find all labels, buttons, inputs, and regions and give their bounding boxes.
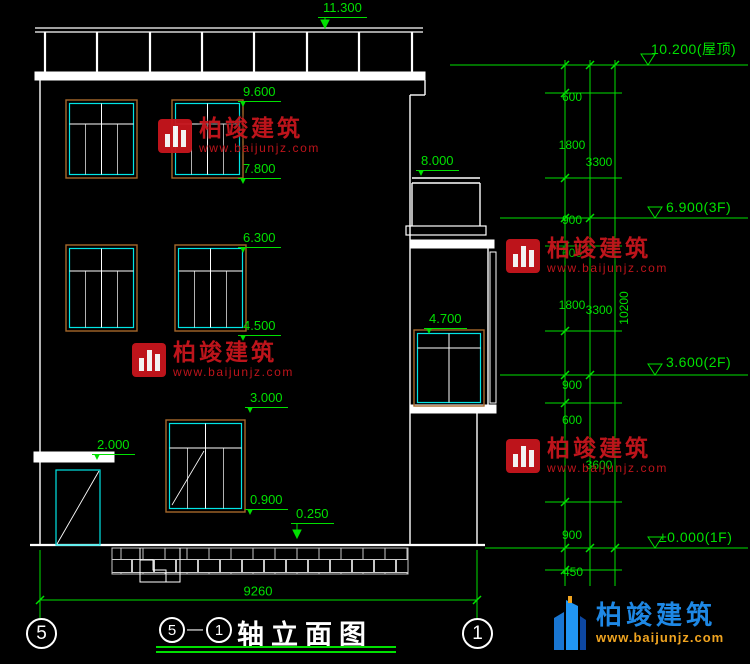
- axis-bubble-5: 5: [26, 618, 57, 649]
- watermark-brand: 柏竣建筑: [173, 339, 277, 365]
- elevation-label-7800: 7.800: [238, 161, 281, 184]
- footer-logo-brand: 柏竣建筑: [596, 599, 717, 630]
- elevation-label-6300: 6.300: [238, 230, 281, 253]
- title-axis-bubble-5: 5: [159, 617, 185, 643]
- watermark: 柏竣建筑 www.baijunjz.com: [132, 340, 294, 379]
- watermark-url: www.baijunjz.com: [547, 461, 668, 476]
- elevation-label-4700: 4.700: [424, 311, 467, 334]
- elevation-label-0250: 0.250: [291, 506, 334, 524]
- dim-total-height: 10200: [617, 291, 631, 325]
- watermark: 柏竣建筑 www.baijunjz.com: [506, 436, 668, 475]
- drawing-title: 轴立面图: [237, 620, 373, 650]
- elevation-label-0900: 0.900: [245, 492, 288, 515]
- dim-segment: 450: [562, 565, 584, 579]
- footer-logo-building-icon: [554, 596, 586, 650]
- footer-logo: 柏竣建筑 www.baijunjz.com: [548, 596, 724, 650]
- baijun-logo-icon: [506, 438, 540, 473]
- watermark-brand: 柏竣建筑: [547, 235, 651, 261]
- elevation-label-3000: 3.000: [245, 390, 288, 413]
- window-1f: [165, 419, 246, 513]
- level-label-1f: ±0.000(1F): [659, 529, 733, 545]
- dim-overall-width: 9260: [243, 583, 273, 599]
- windows: [55, 99, 485, 546]
- watermark: 柏竣建筑 www.baijunjz.com: [158, 116, 320, 155]
- roof-railing: [35, 27, 423, 72]
- dim-segment: 900: [561, 528, 583, 542]
- window-2f-right: [174, 244, 247, 332]
- bay-window: [413, 329, 485, 407]
- watermark-url: www.baijunjz.com: [173, 365, 294, 380]
- elevation-label-9600: 9.600: [238, 84, 281, 107]
- dimension-lines: [35, 17, 748, 620]
- elevation-label-8000: 8.000: [416, 153, 459, 176]
- dim-segment: 1800: [558, 138, 586, 152]
- watermark-brand: 柏竣建筑: [199, 115, 303, 141]
- title-separator: —: [187, 621, 203, 638]
- watermark-url: www.baijunjz.com: [199, 141, 320, 156]
- foundation: [111, 547, 409, 583]
- dim-segment: 900: [561, 213, 583, 227]
- dim-group: 3300: [585, 303, 613, 317]
- level-label-2f: 3.600(2F): [666, 354, 732, 370]
- baijun-logo-icon: [132, 342, 166, 377]
- dim-group: 3300: [585, 155, 613, 169]
- baijun-logo-icon: [158, 118, 192, 153]
- axis-bubble-1: 1: [462, 618, 493, 649]
- walls-and-ground: [30, 80, 497, 547]
- elevation-label-2000: 2.000: [92, 437, 135, 460]
- watermark-url: www.baijunjz.com: [547, 261, 668, 276]
- watermark-brand: 柏竣建筑: [547, 435, 651, 461]
- entry-door: [55, 469, 101, 546]
- dim-segment: 1800: [558, 298, 586, 312]
- elevation-label-4500: 4.500: [238, 318, 281, 341]
- level-label-roof: 10.200(屋顶): [651, 41, 737, 57]
- dim-segment: 600: [561, 90, 583, 104]
- baijun-logo-icon: [506, 238, 540, 273]
- title-axis-bubble-1: 1: [206, 617, 232, 643]
- dim-group: 3600: [585, 458, 613, 472]
- rain-pipe: [489, 251, 497, 404]
- footer-logo-url: www.baijunjz.com: [596, 629, 725, 645]
- window-3f-left: [65, 99, 138, 179]
- window-2f-left: [65, 244, 138, 332]
- title-underline: [156, 646, 396, 653]
- dim-segment: 900: [561, 378, 583, 392]
- level-label-3f: 6.900(3F): [666, 199, 732, 215]
- elevation-label-11300: 11.300: [318, 0, 367, 18]
- watermark: 柏竣建筑 www.baijunjz.com: [506, 236, 668, 275]
- dim-segment: 600: [561, 413, 583, 427]
- dim-segment: 600: [561, 246, 583, 260]
